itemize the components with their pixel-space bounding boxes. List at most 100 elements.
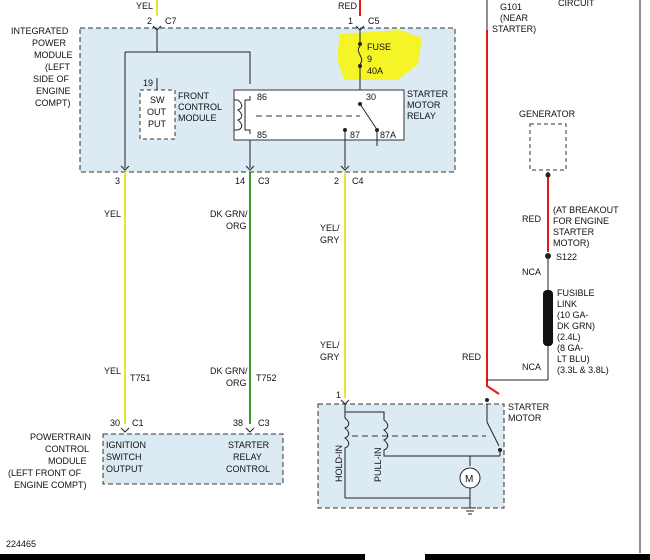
starter-relay-line-2: MOTOR (407, 100, 441, 110)
connector-pin-14: 14 (235, 176, 245, 186)
front-control-line-3: MODULE (178, 113, 217, 123)
breakout-line-3: STARTER (553, 227, 595, 237)
connector-c1: C1 (132, 418, 144, 428)
breakout-line-4: MOTOR) (553, 238, 589, 248)
connector-c4: C4 (352, 176, 364, 186)
relay-coil-winding (237, 99, 243, 131)
pull-in-label: PULL-IN (373, 447, 383, 482)
circuit-t751: T751 (130, 373, 151, 383)
ignition-line-1: IGNITION (106, 440, 146, 450)
fuse-number: 9 (367, 54, 372, 64)
g101-line-1: G101 (500, 2, 522, 12)
relay-pin-87a: 87A (380, 130, 396, 140)
generator-label: GENERATOR (519, 109, 576, 119)
relay-control-line-3: CONTROL (226, 464, 270, 474)
hold-in-label: HOLD-IN (334, 445, 344, 482)
fusible-line-7: LT BLU) (557, 354, 590, 364)
wire-dkgrn-lower-b: ORG (226, 378, 247, 388)
wire-yel-lower-label: YEL (104, 366, 121, 376)
fusible-line-6: (8 GA- (557, 343, 584, 353)
starter-connector-mark (340, 399, 350, 405)
pcm-line-2: CONTROL (45, 444, 89, 454)
relay-coil-icon (244, 96, 251, 134)
wire-internal-bus (125, 51, 251, 84)
wire-nca-upper: NCA (522, 267, 541, 277)
front-control-line-1: FRONT (178, 91, 209, 101)
ipm-label-line-6: ENGINE (36, 86, 71, 96)
connector-pin-38-c3: 38 (233, 418, 243, 428)
starter-switch-arm (486, 404, 500, 447)
starter-motor-line-1: STARTER (508, 402, 550, 412)
starter-contact-top (485, 398, 489, 402)
wire-yelgry-label-b: GRY (320, 235, 339, 245)
fusible-line-2: LINK (557, 299, 577, 309)
wire-red-main (486, 30, 500, 395)
fuse-highlight (337, 30, 422, 80)
relay-pin-85: 85 (257, 130, 267, 140)
starter-relay-line-1: STARTER (407, 89, 449, 99)
wire-red-gen-label: RED (522, 214, 542, 224)
fusible-line-4: DK GRN) (557, 321, 595, 331)
fusible-line-3: (10 GA- (557, 310, 589, 320)
relay-pin-30: 30 (366, 92, 376, 102)
breakout-line-1: (AT BREAKOUT (553, 205, 619, 215)
starter-motor-line-2: MOTOR (508, 413, 542, 423)
fusible-link-icon (543, 290, 553, 346)
fuse-label: FUSE (367, 42, 391, 52)
connector-c1-mark (120, 427, 130, 433)
fusible-line-1: FUSIBLE (557, 288, 595, 298)
connector-pin-1-c5: 1 (348, 16, 353, 26)
ignition-line-2: SWITCH (106, 452, 142, 462)
wire-top-red-label: RED (338, 1, 358, 11)
splice-s122: S122 (556, 252, 577, 262)
wire-red-lower-label: RED (462, 352, 482, 362)
starter-relay-line-3: RELAY (407, 111, 436, 121)
wire-yelgry2-label-b: GRY (320, 352, 339, 362)
generator-box (529, 123, 567, 171)
connector-c5: C5 (368, 16, 380, 26)
connector-pin-2-c7: 2 (147, 16, 152, 26)
ipm-label-line-4: (LEFT (45, 62, 71, 72)
pcm-box (102, 433, 284, 485)
connector-c7: C7 (165, 16, 177, 26)
fuse-icon (357, 45, 363, 65)
ground-icon (464, 507, 476, 515)
fuse-terminal-bottom (358, 64, 362, 68)
starter-relay-box (233, 89, 405, 141)
relay-pin-86: 86 (257, 92, 267, 102)
wire-dkgrn-lower-a: DK GRN/ (210, 366, 248, 376)
connector-pin-30-c1: 30 (110, 418, 120, 428)
wire-dkgrn-label-b: ORG (226, 221, 247, 231)
g101-line-2: (NEAR (500, 13, 529, 23)
wire-top-yellow-label: YEL (136, 1, 153, 11)
relay-pin-87: 87 (350, 130, 360, 140)
sw-output-line-3: PUT (148, 119, 167, 129)
ipm-label-line-1: INTEGRATED (11, 26, 69, 36)
fusible-line-5: (2.4L) (557, 332, 581, 342)
pcm-line-5: ENGINE COMPT) (14, 480, 87, 490)
connector-mark-14 (245, 165, 255, 171)
diagram-id: 224465 (6, 539, 36, 549)
wire-yel-label: YEL (104, 209, 121, 219)
relay-coil-frame (234, 99, 238, 131)
connector-pin-3: 3 (115, 176, 120, 186)
ipm-label-line-5: SIDE OF (33, 74, 70, 84)
connector-pin-2-c4: 2 (334, 176, 339, 186)
pin-19-label: 19 (143, 78, 153, 88)
breakout-line-2: FOR ENGINE (553, 216, 609, 226)
sw-output-line-2: OUT (147, 107, 167, 117)
ipm-label-line-2: POWER (32, 38, 67, 48)
pcm-line-1: POWERTRAIN (30, 432, 91, 442)
bottom-bar-gap (365, 554, 425, 560)
ignition-line-3: OUTPUT (106, 464, 144, 474)
connector-c3-mark (245, 427, 255, 433)
starter-pin-1: 1 (336, 390, 341, 400)
motor-symbol: M (465, 474, 473, 485)
pcm-line-4: (LEFT FRONT OF (8, 468, 82, 478)
wire-nca-lower: NCA (522, 362, 541, 372)
circuit-fragment: CIRCUIT (558, 0, 595, 8)
sw-output-line-1: SW (150, 95, 165, 105)
fuse-terminal-top (358, 42, 362, 46)
connector-mark-c4 (340, 165, 350, 171)
